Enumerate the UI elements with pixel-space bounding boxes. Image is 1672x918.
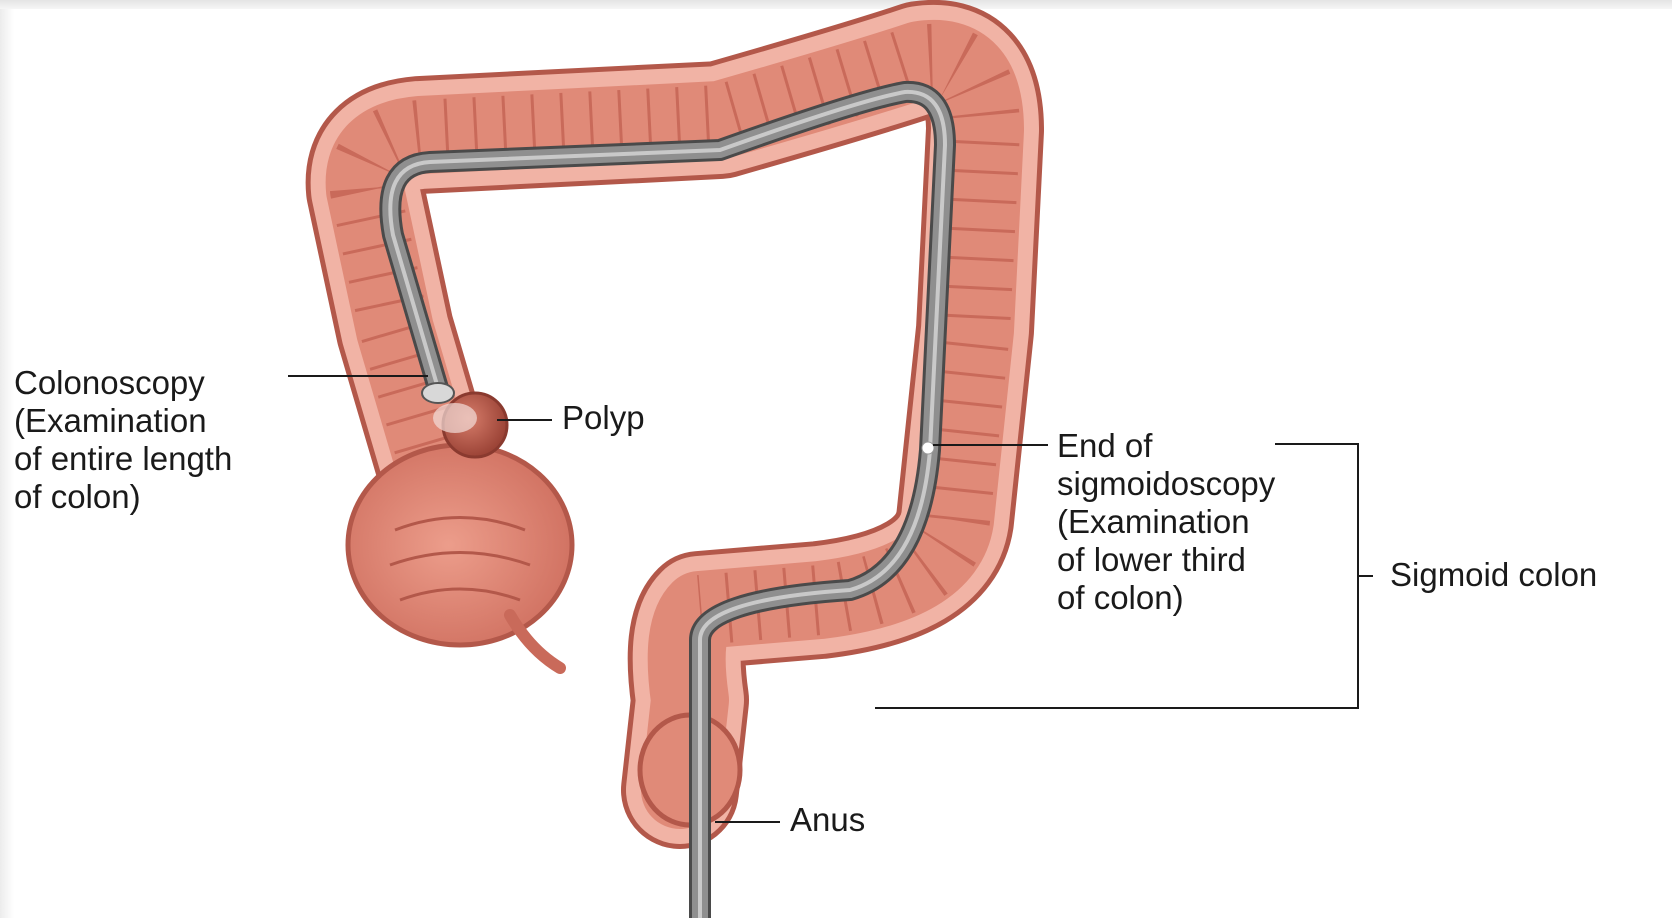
colonoscopy-line-3: of entire length [14, 440, 232, 478]
sigmoidoscopy-line-5: of colon) [1057, 579, 1275, 617]
sigmoidoscopy-line-3: (Examination [1057, 503, 1275, 541]
sigmoidoscopy-label: End of sigmoidoscopy (Examination of low… [1057, 427, 1275, 617]
anus-label: Anus [790, 801, 865, 839]
sigmoidoscopy-line-2: sigmoidoscopy [1057, 465, 1275, 503]
sigmoidoscopy-line-4: of lower third [1057, 541, 1275, 579]
colonoscopy-line-4: of colon) [14, 478, 232, 516]
colonoscopy-line-2: (Examination [14, 402, 232, 440]
sigmoidoscopy-line-1: End of [1057, 427, 1275, 465]
polyp-label: Polyp [562, 399, 645, 437]
colonoscopy-line-1: Colonoscopy [14, 364, 232, 402]
appendix [510, 615, 560, 668]
sigmoid-colon-label: Sigmoid colon [1390, 556, 1597, 594]
colonoscopy-label: Colonoscopy (Examination of entire lengt… [14, 364, 232, 516]
cecum [348, 445, 572, 645]
